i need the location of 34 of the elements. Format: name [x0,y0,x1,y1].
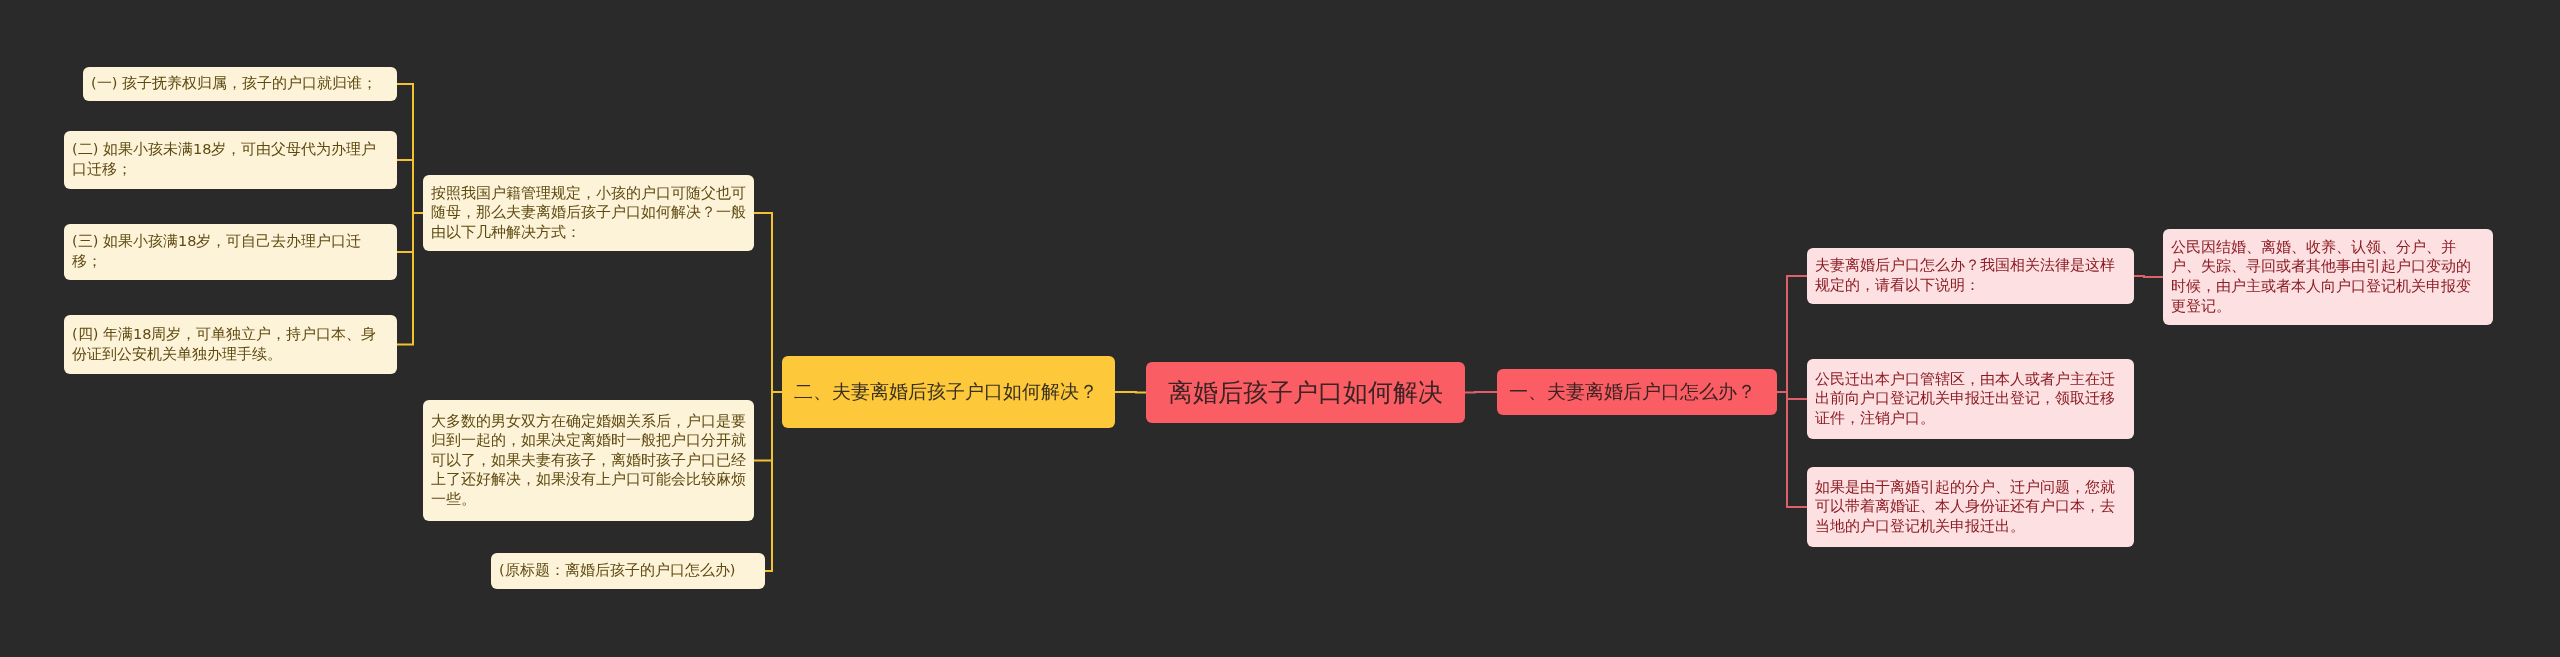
branch-topic [782,356,1115,428]
central-topic [1146,362,1465,423]
note-card [1807,359,2134,439]
note-card [491,553,765,589]
connector-line [764,391,783,572]
note-card [1807,467,2134,547]
connector-line [396,212,424,346]
node-text: 夫妻离婚后户口怎么办？我国相关法律是这样规定的，请看以下说明： [1815,256,2116,295]
note-card [64,224,397,280]
node-text: 按照我国户籍管理规定，小孩的户口可随父也可随母，那么夫妻离婚后孩子户口如何解决？一般由以下几种解决方式： [431,183,746,242]
node-text: 大多数的男女双方在确定婚姻关系后，户口是要归到一起的，如果决定离婚时一般把户口分开就可以了，如果夫妻有孩子，离婚时孩子户口已经上了还好解决，如果没有上户口可能会比较麻烦一些。 [431,411,746,509]
note-card [64,315,397,374]
note-card [423,175,754,251]
connector-line [1464,391,1498,394]
connector-line [1776,391,1808,508]
note-card [1807,248,2134,304]
branch-topic [1497,369,1777,415]
node-text: (原标题：离婚后孩子的户口怎么办) [499,561,736,581]
node-text: 公民因结婚、离婚、收养、认领、分户、并户、失踪、寻回或者其他事由引起户口变动的时候，由户主或者本人向户口登记机关申报变更登记。 [2171,237,2472,316]
connector-line [2133,275,2164,278]
note-card [83,67,397,101]
node-text: (二) 如果小孩未满18岁，可由父母代为办理户口迁移； [72,140,378,179]
node-text: 如果是由于离婚引起的分户、迁户问题，您就可以带着离婚证、本人身份证还有户口本，去当地的户口登记机关申报迁出。 [1815,477,2116,536]
node-text: 二、夫妻离婚后孩子户口如何解决？ [794,379,1098,404]
connector-line [1114,391,1147,394]
note-card [64,131,397,189]
node-text: (一) 孩子抚养权归属，孩子的户口就归谁； [91,74,377,94]
note-card [423,400,754,521]
node-text: 离婚后孩子户口如何解决 [1168,377,1443,409]
node-text: (三) 如果小孩满18岁，可自己去办理户口迁移； [72,232,363,271]
node-text: (四) 年满18周岁，可单独立户，持户口本、身份证到公安机关单独办理手续。 [72,324,378,364]
node-text: 公民迁出本户口管辖区，由本人或者户主在迁出前向户口登记机关申报迁出登记，领取迁移证件，注销户口。 [1815,369,2116,428]
node-text: 一、夫妻离婚后户口怎么办？ [1509,379,1756,404]
note-card [2163,229,2493,325]
